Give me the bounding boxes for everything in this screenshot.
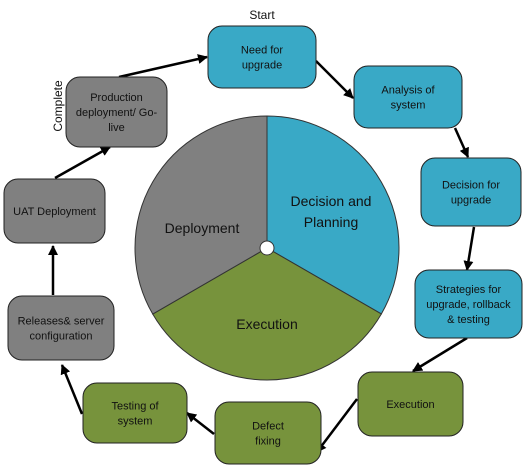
pie-label-execution: Execution [236, 316, 297, 332]
step-label: UAT Deployment [13, 206, 96, 218]
step-box [414, 269, 523, 339]
step-box [357, 371, 464, 437]
step-execution: Execution [357, 371, 464, 437]
pie-segment-execution [152, 247, 383, 381]
flow-arrow [412, 336, 468, 373]
step-box [214, 401, 322, 465]
pie-segment-deployment [134, 115, 268, 315]
flow-arrow [453, 127, 470, 158]
step-box [82, 382, 188, 444]
flow-arrow [60, 364, 84, 415]
step-box [420, 157, 522, 227]
step-box [7, 295, 115, 361]
complete-label: Complete [51, 80, 65, 132]
pie-segment-decision [266, 115, 400, 315]
flow-arrow [186, 412, 215, 435]
flow-arrows [48, 54, 476, 453]
step-box [353, 65, 463, 129]
flow-arrow [118, 54, 208, 79]
step-box [3, 178, 106, 244]
pie-center-hub [259, 240, 275, 256]
step-label: Execution [386, 399, 434, 411]
start-label: Start [249, 8, 275, 22]
flow-arrow [54, 145, 111, 180]
pie-label-deployment: Deployment [165, 220, 240, 236]
step-box [207, 25, 317, 89]
step-box [65, 76, 168, 148]
flow-arrow [463, 226, 476, 271]
flow-arrow [316, 398, 358, 453]
flow-arrow [315, 60, 354, 99]
step-uat: UAT Deployment [3, 178, 106, 244]
